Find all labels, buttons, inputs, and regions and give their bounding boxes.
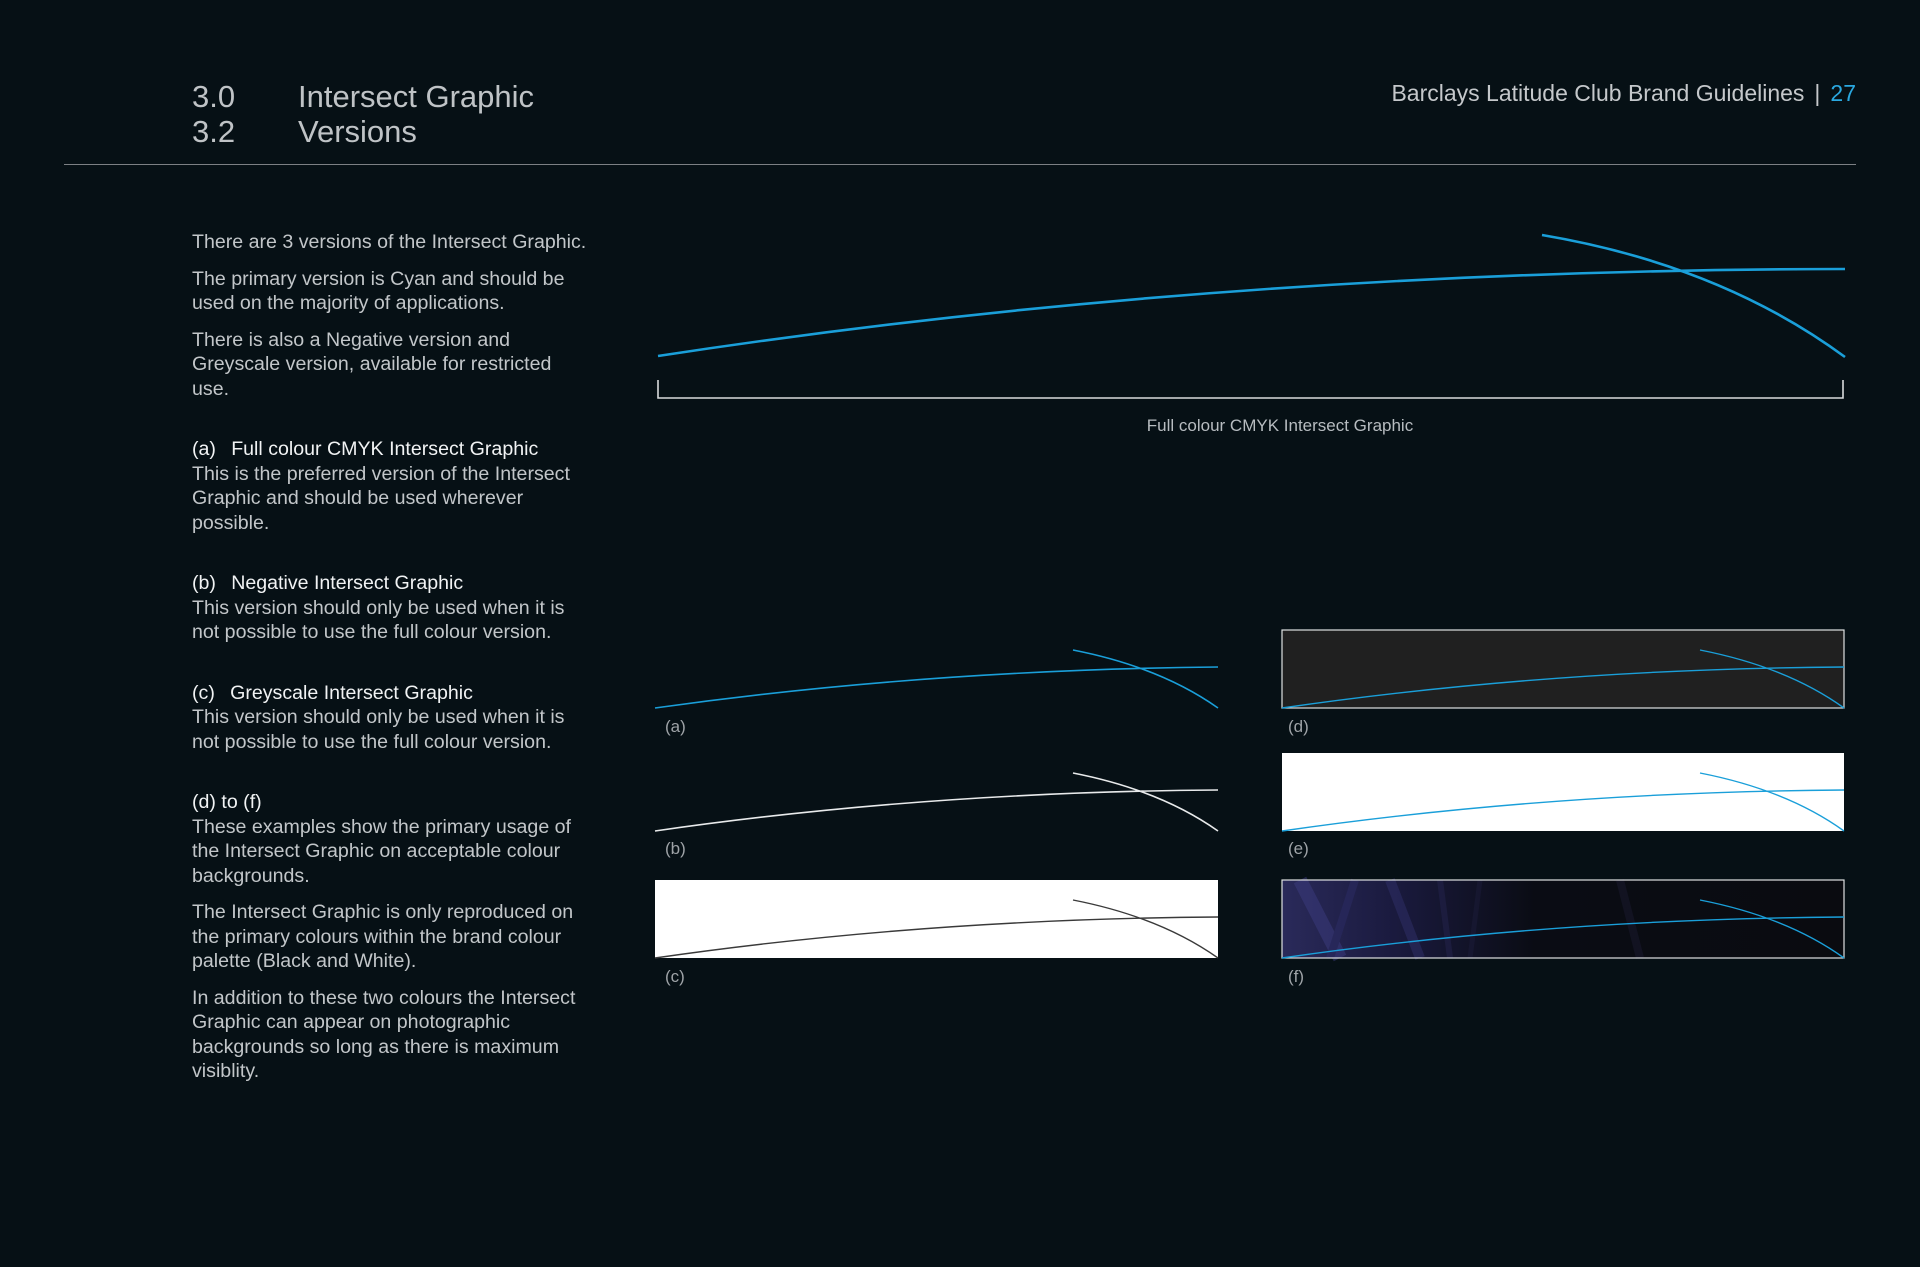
section-greyscale: (c) Greyscale Intersect Graphic This ver… [192,681,592,755]
version-a-label: (a) [665,717,686,736]
intro-paragraph: There is also a Negative version and Gre… [192,328,552,400]
section-heading: (b) Negative Intersect Graphic [192,572,464,594]
version-d-graphic [1281,629,1845,709]
version-b-graphic [654,772,1219,832]
header-divider [64,164,1856,165]
photographic-texture [1293,876,1644,962]
section-paragraph: In addition to these two colours the Int… [192,986,576,1083]
section-title: Intersect Graphic [298,79,535,114]
section-heading: (c) Greyscale Intersect Graphic [192,681,473,704]
version-b-label: (b) [665,839,686,858]
document-title-block: Barclays Latitude Club Brand Guidelines |… [1391,80,1856,107]
intro-paragraph: The primary version is Cyan and should b… [192,267,565,315]
section-paragraph: The Intersect Graphic is only reproduced… [192,901,574,972]
subsection-number: 3.2 [192,114,236,149]
document-title: Barclays Latitude Club Brand Guidelines [1391,80,1805,106]
main-intersect-graphic [657,233,1846,359]
version-c-graphic [654,880,1219,959]
version-f-graphic [1281,876,1845,962]
section-paragraph: This is the preferred version of the Int… [192,462,570,534]
title-separator: | [1814,80,1821,106]
subsection-title: Versions [298,114,417,149]
intro-paragraph: There are 3 versions of the Intersect Gr… [192,231,587,253]
section-negative: (b) Negative Intersect Graphic This vers… [192,571,592,645]
section-paragraph: This version should only be used when it… [192,706,565,753]
section-heading: (d) to (f) [192,791,262,813]
version-e-graphic [1281,753,1845,832]
section-paragraph: These examples show the primary usage of… [192,815,571,887]
section-full-colour: (a) Full colour CMYK Intersect Graphic T… [192,437,592,535]
section-number: 3.0 [192,79,236,114]
page-number: 27 [1830,80,1856,106]
main-graphic-caption: Full colour CMYK Intersect Graphic [1146,416,1414,435]
version-c-label: (c) [665,967,685,986]
version-e-label: (e) [1288,839,1309,858]
version-a-graphic [654,649,1219,709]
section-examples: (d) to (f) These examples show the prima… [192,790,592,1084]
width-bracket [657,380,1844,399]
version-f-label: (f) [1288,967,1305,986]
version-d-label: (d) [1288,717,1309,736]
section-heading: (a) Full colour CMYK Intersect Graphic [192,438,539,460]
description-column: There are 3 versions of the Intersect Gr… [192,230,592,1096]
section-paragraph: This version should only be used when it… [192,596,565,644]
